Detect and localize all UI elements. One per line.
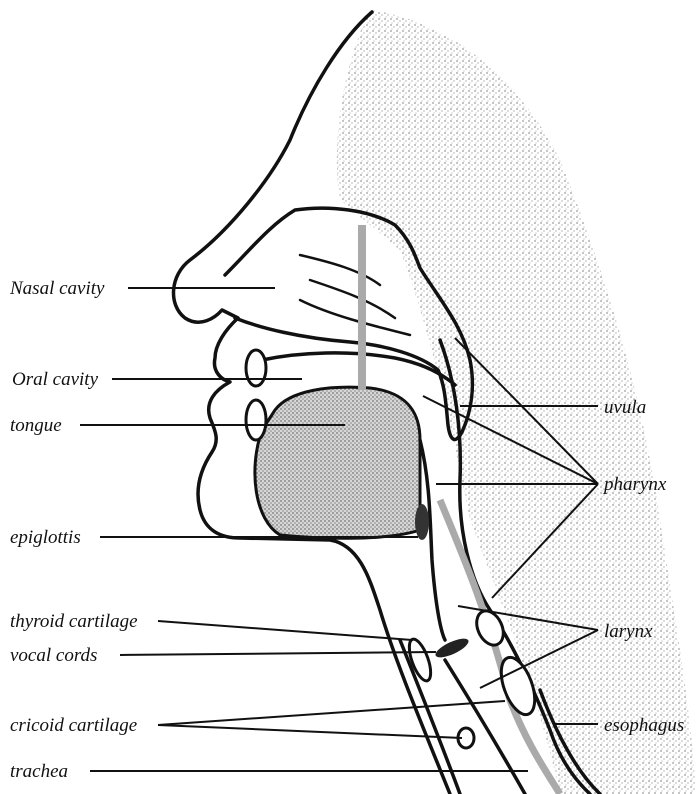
label-oral-cavity: Oral cavity <box>12 369 99 390</box>
leader-vocal-cords <box>120 652 436 655</box>
label-epiglottis: epiglottis <box>10 527 81 548</box>
upper-teeth <box>246 350 266 386</box>
label-esophagus: esophagus <box>604 715 684 736</box>
turbinate-middle <box>310 280 395 318</box>
label-vocal-cords: vocal cords <box>10 645 97 666</box>
pharynx-front <box>420 440 445 640</box>
leader-cricoid-b <box>158 725 462 738</box>
tongue-shape <box>255 387 420 538</box>
label-pharynx: pharynx <box>602 474 667 495</box>
label-uvula: uvula <box>604 397 646 418</box>
label-trachea: trachea <box>10 761 68 782</box>
label-cricoid-cartilage: cricoid cartilage <box>10 715 137 736</box>
label-thyroid-cartilage: thyroid cartilage <box>10 611 138 632</box>
epiglottis-shape <box>415 504 429 540</box>
leader-cricoid-a <box>158 701 505 725</box>
vocal-cords-shape <box>433 635 471 661</box>
label-tongue: tongue <box>10 415 62 436</box>
label-larynx: larynx <box>604 621 653 642</box>
leader-thyroid-cartilage <box>158 621 412 640</box>
lower-teeth <box>246 400 266 440</box>
label-nasal-cavity: Nasal cavity <box>9 278 105 299</box>
